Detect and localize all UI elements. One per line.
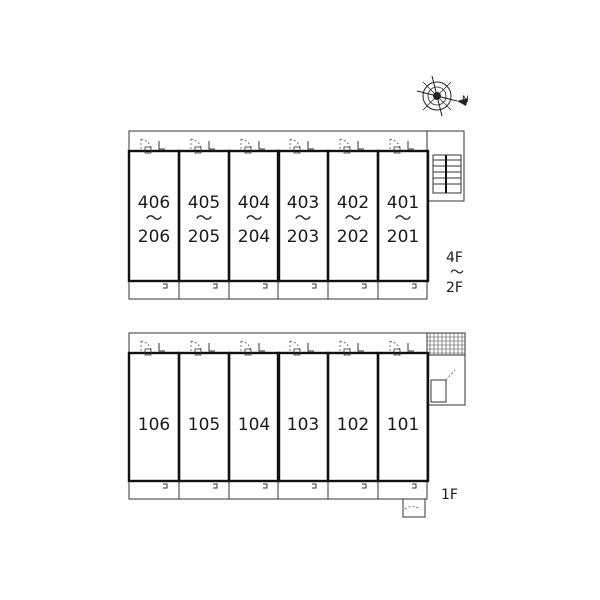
upper-unit-label-bottom: 201 (387, 227, 419, 247)
upper-unit-label-top: 406 (138, 193, 170, 213)
upper-balcony-icon (362, 283, 367, 289)
upper-door-mark-icon (343, 146, 351, 154)
lower-balcony-icon (412, 483, 417, 489)
upper-door-swing-icon (389, 138, 401, 152)
upper-floor-top-label: 4F (446, 250, 463, 266)
lower-unit-label: 104 (238, 415, 270, 435)
upper-unit-3: 403～203 (276, 138, 330, 299)
lower-door-swing-icon (240, 340, 252, 354)
lower-unit-1: 105 (177, 340, 231, 499)
upper-unit-label-sep: ～ (395, 209, 412, 229)
upper-meter-icon (258, 141, 265, 150)
lower-unit-label: 102 (337, 415, 369, 435)
lower-meter-icon (208, 343, 215, 352)
lower-unit-wall (376, 351, 430, 483)
lower-meter-icon (407, 343, 414, 352)
lower-unit-4: 102 (326, 340, 380, 499)
lower-unit-label: 101 (387, 415, 419, 435)
lower-balcony-icon (362, 483, 367, 489)
upper-unit-5: 401～201 (376, 138, 430, 299)
lower-balcony-icon (213, 483, 218, 489)
upper-unit-label-bottom: 203 (287, 227, 319, 247)
lower-unit-label: 106 (138, 415, 170, 435)
upper-meter-icon (407, 141, 414, 150)
lower-door-swing-icon (190, 340, 202, 354)
upper-balcony-icon (163, 283, 168, 289)
upper-unit-label-sep: ～ (295, 209, 312, 229)
lower-unit-label: 105 (188, 415, 220, 435)
lower-unit-label: 103 (287, 415, 319, 435)
upper-unit-label-sep: ～ (345, 209, 362, 229)
lower-door-mark-icon (194, 348, 202, 356)
compass-north-marker: N (462, 95, 469, 105)
upper-unit-wall (376, 149, 430, 283)
upper-meter-icon (208, 141, 215, 150)
lower-unit-2: 104 (227, 340, 281, 499)
lower-meter-icon (307, 343, 314, 352)
upper-unit-label-bottom: 204 (238, 227, 270, 247)
lower-meter-icon (258, 343, 265, 352)
upper-unit-label-bottom: 202 (337, 227, 369, 247)
lower-door-swing-icon (289, 340, 301, 354)
compass-rose-icon: N (416, 75, 469, 117)
lower-meter-icon (158, 343, 165, 352)
lower-door-mark-icon (144, 348, 152, 356)
lower-door-mark-icon (293, 348, 301, 356)
lower-door-swing-icon (140, 340, 152, 354)
lower-floor-label: 1F (441, 487, 458, 503)
lower-balcony-icon (312, 483, 317, 489)
upper-door-swing-icon (339, 138, 351, 152)
upper-unit-label-sep: ～ (196, 209, 213, 229)
upper-unit-label-top: 405 (188, 193, 220, 213)
lower-balcony-icon (263, 483, 268, 489)
upper-floor-bottom-label: 2F (446, 280, 463, 296)
upper-door-swing-icon (140, 138, 152, 152)
upper-meter-icon (307, 141, 314, 150)
upper-door-swing-icon (240, 138, 252, 152)
lower-unit-5: 101 (376, 340, 430, 499)
lower-block: 106 105 104 103 102 101 1F (127, 332, 466, 518)
upper-unit-label-top: 401 (387, 193, 419, 213)
upper-door-mark-icon (244, 146, 252, 154)
upper-door-swing-icon (190, 138, 202, 152)
upper-door-mark-icon (194, 146, 202, 154)
upper-balcony-icon (213, 283, 218, 289)
upper-balcony-icon (263, 283, 268, 289)
upper-door-swing-icon (289, 138, 301, 152)
upper-unit-label-bottom: 206 (138, 227, 170, 247)
upper-unit-0: 406～206 (127, 138, 181, 299)
lower-door-mark-icon (244, 348, 252, 356)
lower-door-mark-icon (343, 348, 351, 356)
lower-balcony-icon (163, 483, 168, 489)
upper-door-mark-icon (393, 146, 401, 154)
upper-unit-label-sep: ～ (146, 209, 163, 229)
upper-unit-label-top: 403 (287, 193, 319, 213)
lower-unit-0: 106 (127, 340, 181, 499)
lower-unit-3: 103 (276, 340, 330, 499)
upper-floor-tilde: ～ (450, 265, 464, 281)
upper-unit-2: 404～204 (227, 138, 281, 299)
lower-entrance (402, 498, 426, 518)
lower-door-swing-icon (339, 340, 351, 354)
upper-meter-icon (357, 141, 364, 150)
upper-door-mark-icon (293, 146, 301, 154)
upper-door-mark-icon (144, 146, 152, 154)
lower-meter-icon (357, 343, 364, 352)
lower-door-swing-icon (389, 340, 401, 354)
lower-door-mark-icon (393, 348, 401, 356)
upper-balcony-icon (412, 283, 417, 289)
upper-balcony-icon (312, 283, 317, 289)
upper-unit-1: 405～205 (177, 138, 231, 299)
upper-meter-icon (158, 141, 165, 150)
upper-unit-4: 402～202 (326, 138, 380, 299)
upper-block: 406～206405～205404～204403～203402～202401～2… (127, 130, 465, 300)
upper-unit-label-top: 402 (337, 193, 369, 213)
upper-unit-label-top: 404 (238, 193, 270, 213)
upper-unit-label-bottom: 205 (188, 227, 220, 247)
upper-unit-label-sep: ～ (246, 209, 263, 229)
